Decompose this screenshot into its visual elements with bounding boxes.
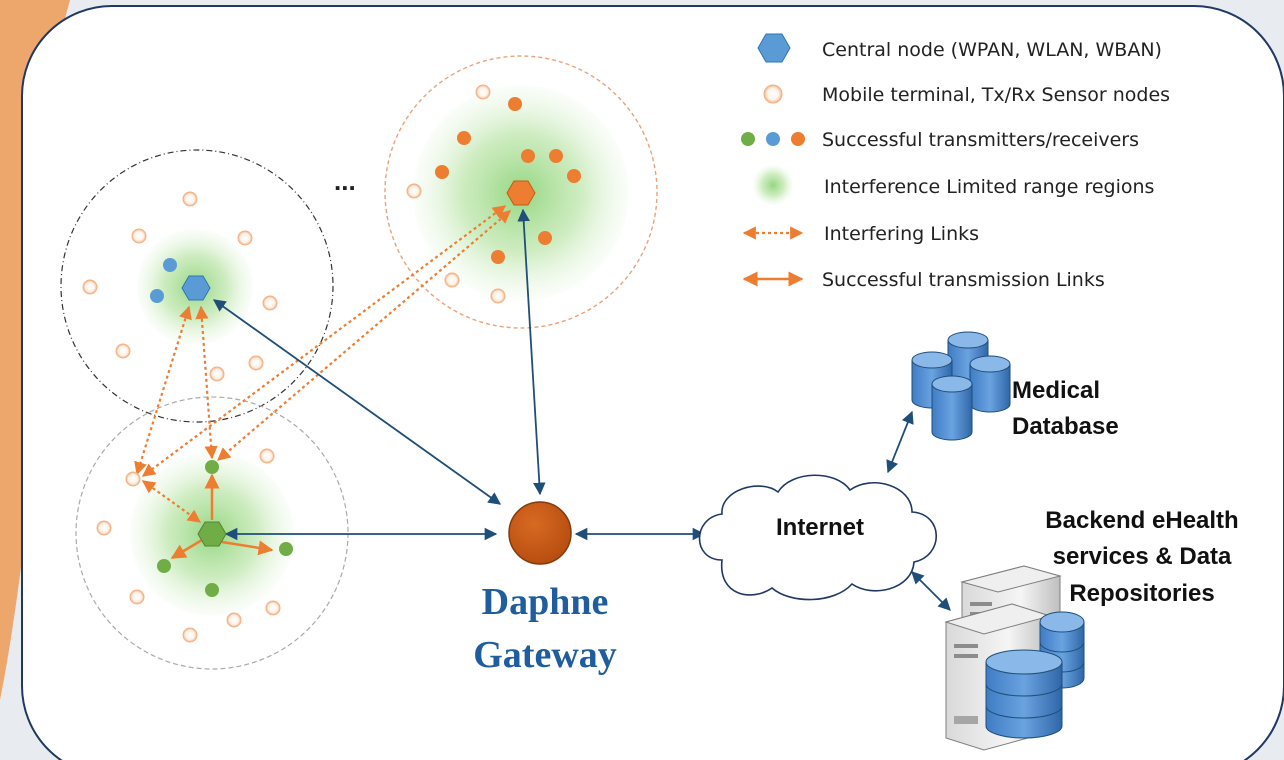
medical-db-label-line2: Database [1012, 413, 1119, 440]
medical-database-icon [911, 331, 1011, 441]
gateway-links [212, 208, 951, 611]
central-node-green-icon [197, 521, 227, 547]
medical-db-label-line1: Medical [1012, 377, 1100, 404]
legend-green-region-icon [753, 165, 793, 205]
diagram-frame [21, 5, 1284, 760]
legend-ring-node-icon [763, 84, 783, 104]
legend-colored-dots-icon [741, 132, 805, 146]
gateway-label-line2: Gateway [473, 634, 617, 676]
backend-label-line1: Backend eHealth [1045, 507, 1238, 534]
internet-cloud-icon [698, 474, 937, 601]
backend-server-icon [944, 565, 1085, 751]
gateway-label-line1: Daphne [482, 581, 609, 623]
blue-successful-nodes [150, 258, 177, 303]
orange-successful-nodes [435, 97, 581, 264]
backend-label-line3: Repositories [1069, 580, 1214, 607]
mobile-terminal-nodes [82, 84, 506, 643]
legend: Central node (WPAN, WLAN, WBAN) Mobile t… [741, 33, 1170, 291]
successful-links [170, 473, 274, 560]
legend-hexagon-icon [757, 33, 791, 63]
internet-label: Internet [776, 514, 864, 541]
green-successful-nodes [157, 460, 293, 597]
legend-mobile-terminal: Mobile terminal, Tx/Rx Sensor nodes [822, 84, 1170, 106]
gateway-icon [508, 501, 572, 565]
legend-central-node: Central node (WPAN, WLAN, WBAN) [822, 39, 1162, 61]
legend-successful-links: Successful transmission Links [822, 269, 1105, 291]
central-node-orange-icon [506, 180, 536, 206]
central-node-blue-icon [181, 275, 211, 301]
backend-label-line2: services & Data [1053, 543, 1232, 570]
ellipsis: ... [334, 166, 356, 196]
legend-interfering-links: Interfering Links [824, 223, 979, 245]
legend-interference-region: Interference Limited range regions [824, 176, 1154, 198]
legend-successful: Successful transmitters/receivers [822, 129, 1139, 151]
